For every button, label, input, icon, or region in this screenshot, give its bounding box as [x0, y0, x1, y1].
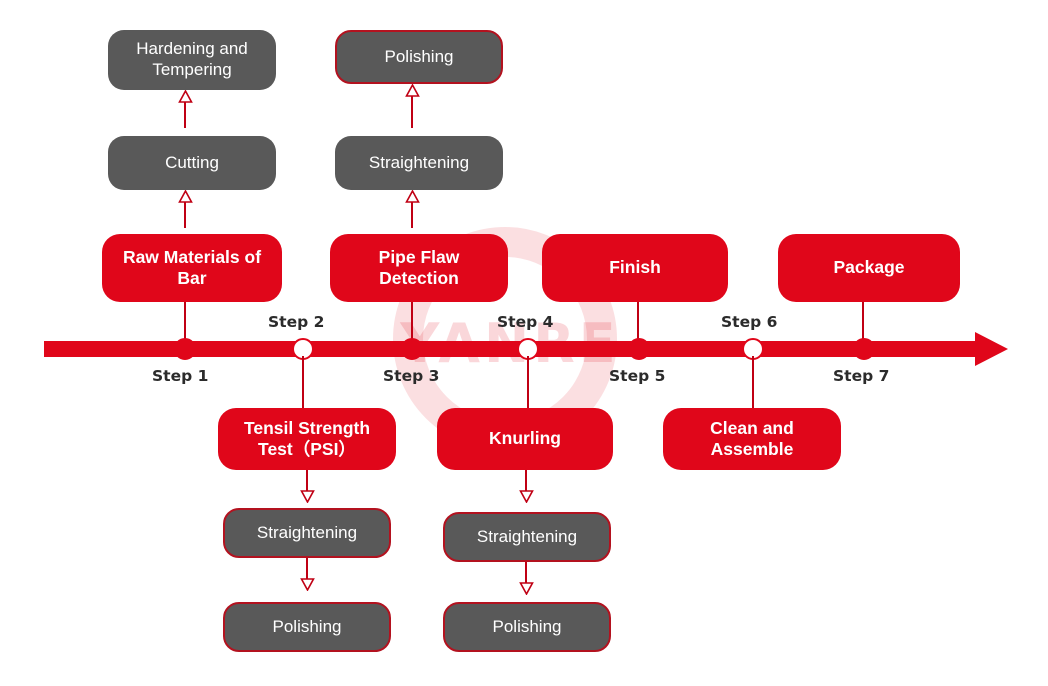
arrow-down-icon [300, 490, 315, 503]
node-label: Polishing [384, 46, 454, 66]
node-label: Polishing [272, 616, 342, 636]
timeline-label-step-1: Step 1 [152, 367, 209, 385]
timeline-label-step-2: Step 2 [268, 313, 325, 331]
timeline-marker-step-7[interactable] [853, 338, 875, 360]
connector-step5-stem [637, 302, 640, 344]
timeline-arrow-icon [975, 332, 1008, 366]
timeline-label-step-3: Step 3 [383, 367, 440, 385]
node-label: Pipe Flaw Detection [378, 246, 460, 288]
timeline-marker-step-5[interactable] [628, 338, 650, 360]
node-tensil-strength-test[interactable]: Tensil Strength Test（PSI） [218, 408, 396, 470]
node-label: Straightening [256, 522, 358, 542]
node-label: Cutting [165, 152, 219, 172]
timeline-marker-step-3[interactable] [401, 338, 423, 360]
node-polishing-branch-2[interactable]: Polishing [443, 602, 611, 652]
connector-step2-stem [302, 356, 305, 408]
arrow-up-icon [178, 90, 193, 103]
node-straightening-top[interactable]: Straightening [335, 136, 503, 190]
node-clean-and-assemble[interactable]: Clean and Assemble [663, 408, 841, 470]
node-polishing-branch-1[interactable]: Polishing [223, 602, 391, 652]
connector-straightening-to-polishing-top [411, 90, 414, 128]
connector-pipeflaw-to-straightening [411, 196, 414, 228]
timeline-marker-step-1[interactable] [174, 338, 196, 360]
timeline-label-step-4: Step 4 [497, 313, 554, 331]
node-pipe-flaw-detection[interactable]: Pipe Flaw Detection [330, 234, 508, 302]
arrow-down-icon [519, 582, 534, 595]
arrow-up-icon [178, 190, 193, 203]
connector-straightening-to-polishing-b2 [525, 562, 528, 592]
node-cutting[interactable]: Cutting [108, 136, 276, 190]
connector-tensil-to-straightening [306, 470, 309, 500]
node-polishing-top[interactable]: Polishing [335, 30, 503, 84]
node-label: Straightening [476, 526, 578, 546]
node-finish[interactable]: Finish [542, 234, 728, 302]
node-label: Knurling [489, 428, 561, 449]
arrow-up-icon [405, 84, 420, 97]
node-straightening-branch-1[interactable]: Straightening [223, 508, 391, 558]
node-label: Straightening [368, 152, 470, 172]
node-label: Hardening and Tempering [136, 39, 248, 79]
arrow-down-icon [519, 490, 534, 503]
node-label: Polishing [492, 616, 562, 636]
timeline-label-step-6: Step 6 [721, 313, 778, 331]
arrow-down-icon [300, 578, 315, 591]
connector-knurling-to-straightening [525, 470, 528, 500]
connector-step7-stem [862, 302, 865, 344]
connector-step3-stem [411, 302, 414, 344]
arrow-up-icon [405, 190, 420, 203]
node-label: Tensil Strength Test（PSI） [243, 417, 371, 459]
connector-cutting-to-hardening [184, 96, 187, 128]
node-hardening-and-tempering[interactable]: Hardening and Tempering [108, 30, 276, 90]
node-label: Raw Materials of Bar [122, 246, 262, 288]
timeline-label-step-7: Step 7 [833, 367, 890, 385]
node-label: Finish [609, 257, 661, 278]
connector-step4-stem [527, 356, 530, 408]
node-label: Package [833, 257, 905, 278]
node-package[interactable]: Package [778, 234, 960, 302]
connector-step6-stem [752, 356, 755, 408]
connector-straightening-to-polishing-b1 [306, 558, 309, 588]
node-knurling[interactable]: Knurling [437, 408, 613, 470]
node-label: Clean and Assemble [710, 417, 794, 459]
node-straightening-branch-2[interactable]: Straightening [443, 512, 611, 562]
node-raw-materials-of-bar[interactable]: Raw Materials of Bar [102, 234, 282, 302]
connector-raw-to-cutting [184, 196, 187, 228]
connector-step1-stem [184, 302, 187, 344]
timeline-label-step-5: Step 5 [609, 367, 666, 385]
